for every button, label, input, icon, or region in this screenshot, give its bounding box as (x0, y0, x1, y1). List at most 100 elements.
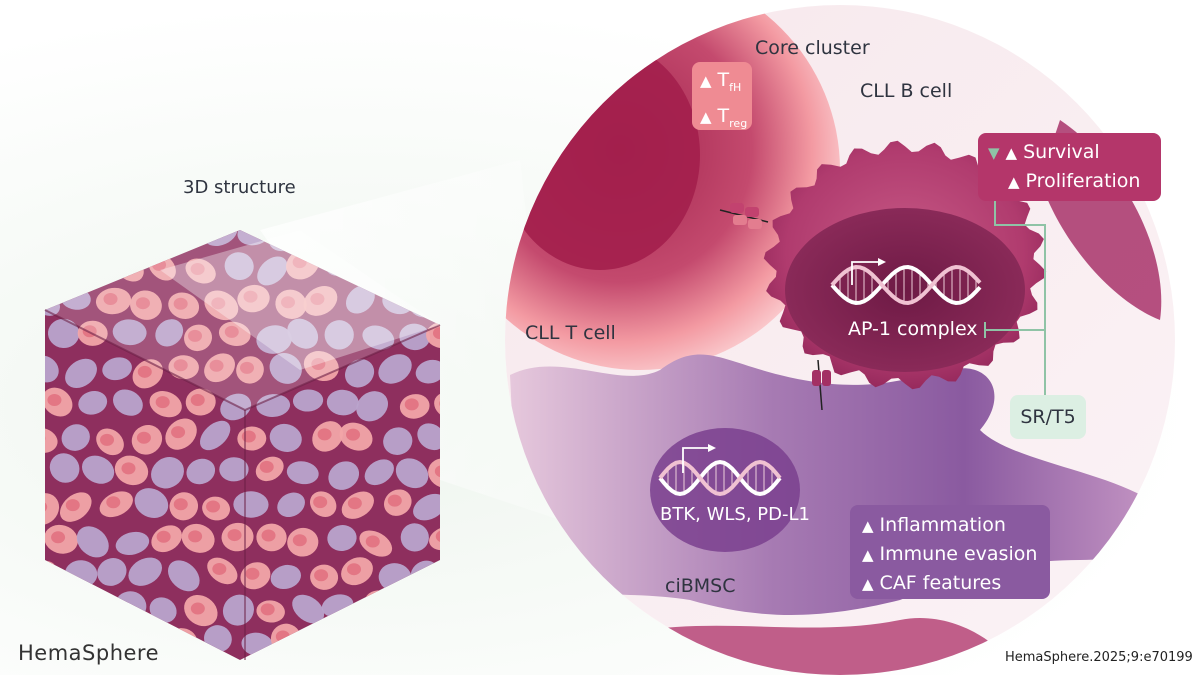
up-arrow-icon: ▲ (862, 546, 874, 564)
cube-t-cell (47, 593, 79, 623)
cube-stromal-cell (256, 325, 292, 354)
down-arrow-icon: ▼ (988, 144, 1000, 162)
cube-stromal-cell (81, 455, 115, 484)
cube-stromal-cell (257, 256, 288, 286)
srt5-box: SR/T5 (1010, 395, 1086, 439)
cube-t-cell (303, 286, 338, 316)
cube-stromal-cell (270, 564, 301, 590)
cll-t-cell-label: CLL T cell (525, 322, 616, 344)
cube-t-cell (237, 284, 270, 313)
cube-stromal-cell (269, 423, 302, 453)
cube-t-cell (202, 496, 231, 521)
cube-t-cell (114, 455, 149, 486)
b-stroma-synapse (812, 359, 831, 411)
cube-t-cell (341, 557, 373, 586)
cube-stromal-cell (199, 420, 231, 451)
cube-stromal-cell (134, 488, 169, 519)
cube-t-cell (240, 562, 271, 590)
up-arrow-icon: ▲ (1008, 173, 1020, 191)
cube-stromal-cell (256, 394, 291, 417)
cube-t-cell (218, 321, 251, 346)
cube-stromal-cell (45, 230, 59, 248)
cube-t-cell (131, 424, 163, 455)
cube-stromal-cell (220, 393, 252, 421)
cube-t-cell (168, 355, 199, 380)
cube-stromal-cell (65, 358, 97, 389)
cube-stromal-cell (292, 594, 325, 624)
bcell-outcome-box: ▼▲Survival ▲Proliferation (978, 133, 1161, 201)
cibmsc-label: ciBMSC (665, 575, 736, 597)
cube-stromal-cell (362, 325, 395, 350)
cube-t-cell (130, 290, 162, 320)
cll-b-cell-label: CLL B cell (860, 80, 953, 102)
cube-t-cell (96, 428, 124, 456)
cube-stromal-cell (417, 423, 440, 451)
cube-stromal-cell (378, 354, 412, 384)
cube-stromal-cell (326, 389, 359, 416)
tfh-label: T (717, 69, 730, 91)
cube-t-cell (236, 356, 264, 384)
cube-t-cell (428, 593, 440, 624)
tcell-subset-box: ▲TfH ▲Treg (692, 62, 752, 130)
cube-t-cell (339, 422, 373, 451)
cube-t-cell (45, 493, 60, 525)
cube-stromal-cell (287, 318, 319, 349)
stroma-outcome-box: ▲Inflammation ▲Immune evasion ▲CAF featu… (850, 505, 1050, 599)
cube-stromal-cell (327, 525, 357, 552)
cube-stromal-cell (344, 359, 375, 388)
cube-stromal-cell (102, 357, 132, 381)
cube-t-cell (204, 353, 235, 383)
cube-t-cell (428, 458, 440, 489)
up-arrow-icon: ▲ (700, 72, 712, 90)
cube-stromal-cell (112, 319, 147, 346)
cube-t-cell (359, 530, 393, 557)
immune-evasion-label: Immune evasion (879, 543, 1038, 565)
up-arrow-icon: ▲ (1005, 144, 1018, 162)
cube-stromal-cell (78, 391, 108, 415)
cube-t-cell (185, 388, 216, 416)
cube-stromal-cell (328, 461, 360, 490)
cube-t-cell (100, 230, 130, 245)
cube-t-cell (169, 492, 199, 521)
cube-stromal-cell (306, 626, 339, 653)
cube-stromal-cell (45, 355, 59, 383)
up-arrow-icon: ▲ (700, 107, 712, 126)
cube-t-cell (95, 287, 132, 315)
cube-stromal-cell (383, 427, 413, 455)
cube-t-cell (309, 491, 337, 517)
up-arrow-icon: ▲ (862, 517, 874, 535)
cube-stromal-cell (345, 285, 375, 314)
t-b-synapse (719, 203, 769, 229)
cube-t-cell (347, 629, 376, 656)
cube-t-cell (45, 524, 78, 554)
cube-stromal-cell (128, 557, 162, 586)
cube-t-cell (181, 523, 215, 553)
cube-stromal-cell (286, 461, 319, 485)
treg-label: T (717, 104, 730, 127)
cube-stromal-cell (364, 459, 394, 486)
cube-t-cell (398, 592, 432, 622)
cube-stromal-cell (222, 594, 254, 626)
cube-stromal-cell (61, 424, 90, 451)
cube-stromal-cell (155, 319, 184, 347)
cube-t-cell (341, 491, 374, 519)
structure-3d-label: 3D structure (183, 177, 296, 198)
cube-t-cell (45, 387, 73, 417)
cube-t-cell (275, 289, 307, 319)
cube-stromal-cell (115, 531, 150, 555)
cube-stromal-cell (97, 558, 127, 586)
cube-stromal-cell (400, 523, 429, 552)
cube-t-cell (184, 594, 218, 627)
cube-stromal-cell (76, 526, 109, 558)
cube-t-cell (45, 254, 77, 286)
cube-stromal-cell (356, 391, 388, 422)
cube-stromal-cell (224, 252, 254, 281)
cube-t-cell (151, 525, 182, 553)
brand-logo-text: HemaSphere (18, 641, 160, 665)
cube-highlight-region (160, 230, 440, 370)
up-arrow-icon: ▲ (862, 575, 874, 593)
stroma-nucleus (650, 428, 800, 552)
ap1-complex-label: AP-1 complex (848, 318, 978, 340)
cube-stromal-cell (47, 318, 80, 349)
survival-label: Survival (1023, 141, 1100, 163)
